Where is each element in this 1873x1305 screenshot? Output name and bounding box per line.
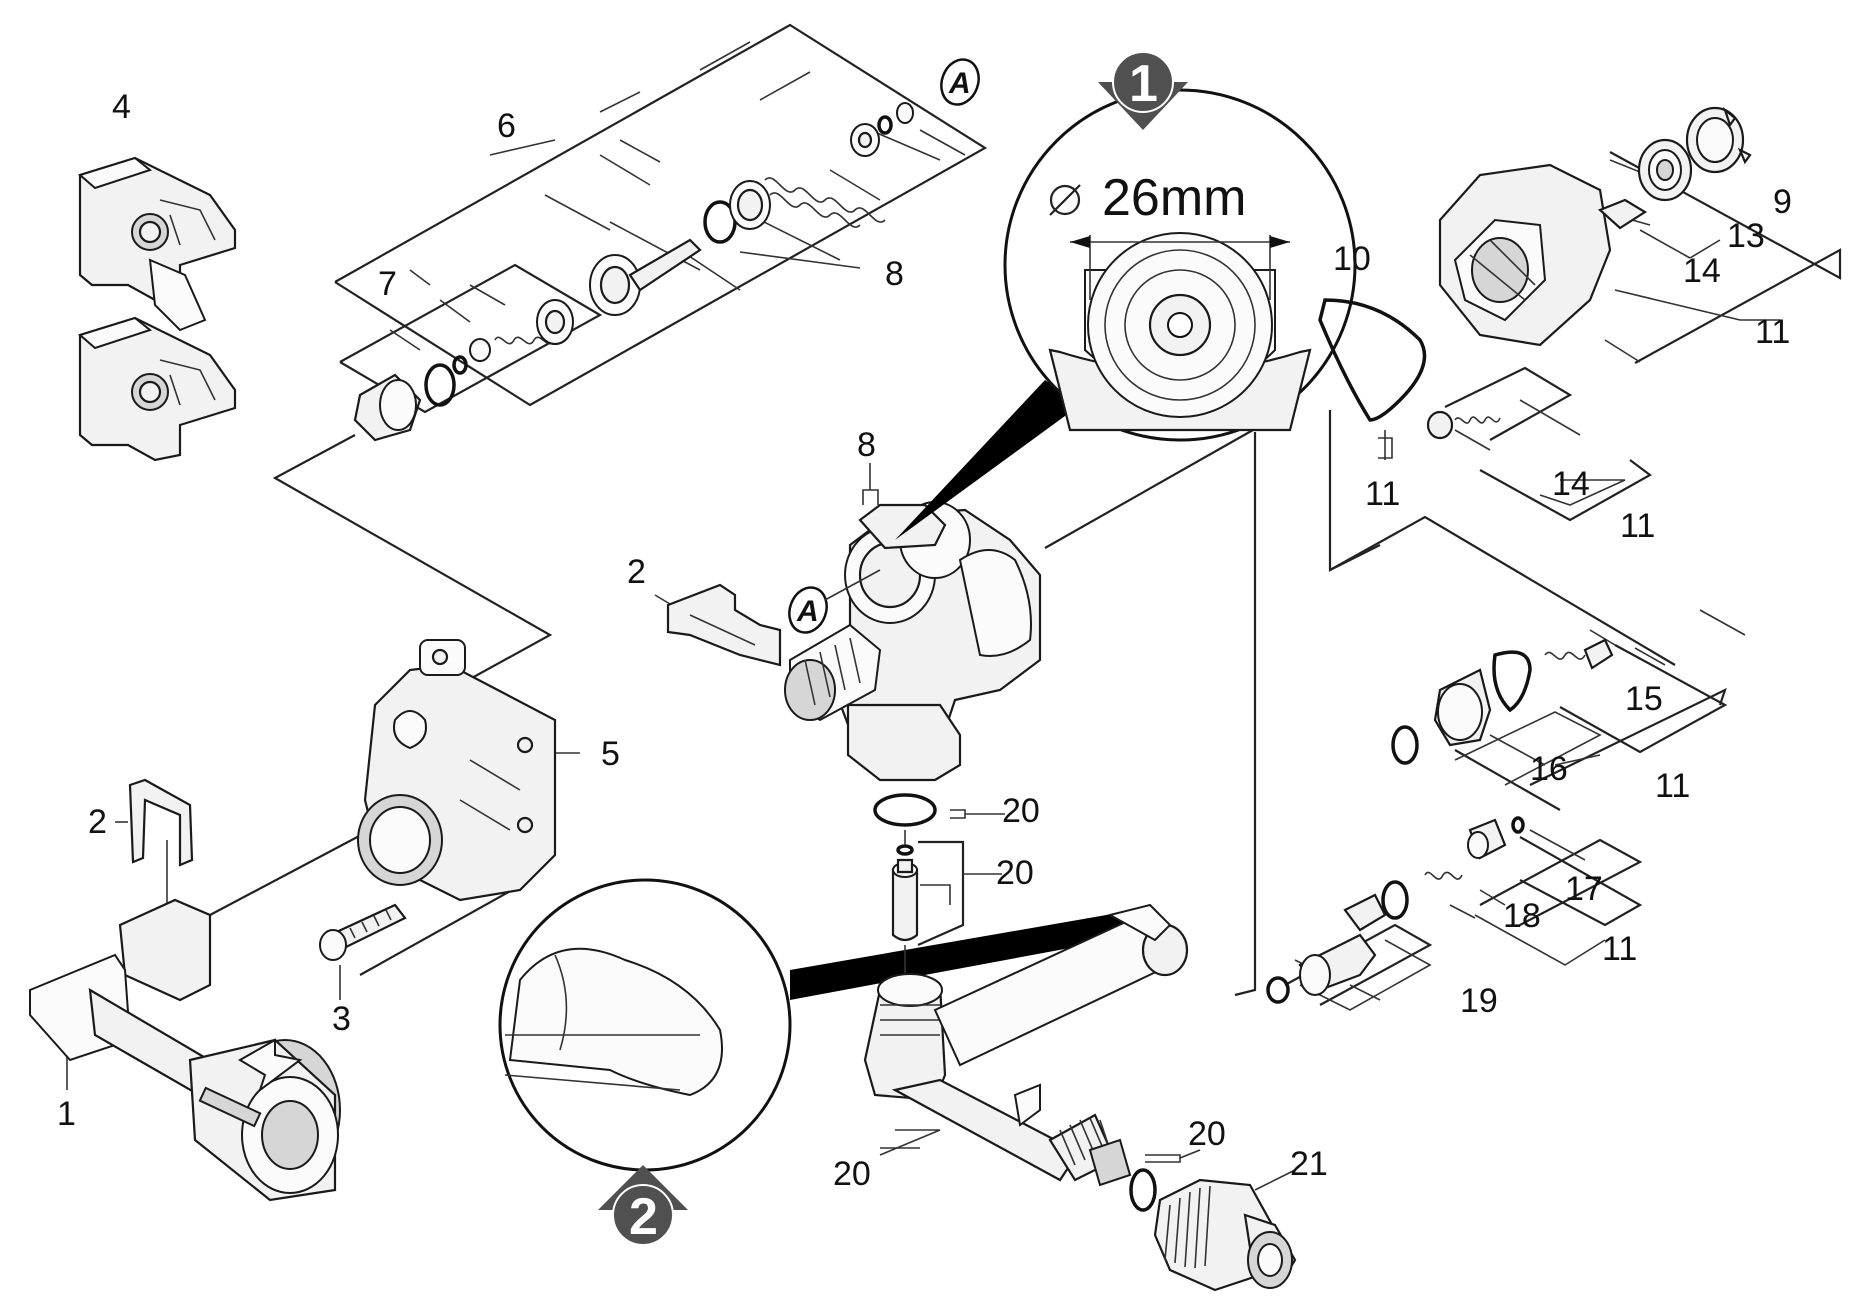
part-9-cap xyxy=(1685,106,1752,174)
label-part-14-b: 14 xyxy=(1552,465,1590,503)
part-19-valve-stem xyxy=(1266,880,1409,1004)
detail-1-wedge xyxy=(895,380,1080,540)
label-part-20-a: 20 xyxy=(1002,792,1040,830)
marker-a-left: A xyxy=(788,586,828,634)
marker-a-label: A xyxy=(948,67,971,100)
label-part-3: 3 xyxy=(332,1000,351,1038)
label-part-4: 4 xyxy=(112,88,131,126)
label-part-19: 19 xyxy=(1460,982,1498,1020)
label-part-7: 7 xyxy=(378,265,397,303)
label-part-2-upper: 2 xyxy=(627,553,646,591)
label-part-5: 5 xyxy=(601,735,620,773)
label-part-20-b: 20 xyxy=(996,854,1034,892)
label-part-17: 17 xyxy=(1565,870,1603,908)
label-part-11-a: 11 xyxy=(1365,475,1400,513)
label-part-9: 9 xyxy=(1773,183,1792,221)
detail-1-magnifier: 26mm xyxy=(895,88,1357,540)
callout-2-marker: 2 xyxy=(598,1165,688,1246)
callout-2-number: 2 xyxy=(629,1188,658,1246)
label-part-10: 10 xyxy=(1333,240,1371,278)
part-13-bearing xyxy=(1637,138,1693,202)
label-part-13: 13 xyxy=(1727,217,1765,255)
part-5-valve-housing xyxy=(357,639,557,902)
label-part-15: 15 xyxy=(1625,680,1663,718)
part-15-check-valve xyxy=(1544,638,1614,670)
label-part-14-a: 14 xyxy=(1683,252,1721,290)
label-part-16: 16 xyxy=(1530,750,1568,788)
part-20-seals xyxy=(873,793,937,942)
detail-2-magnifier xyxy=(498,878,1140,1172)
part-7-valve-set xyxy=(353,299,574,442)
label-part-6: 6 xyxy=(497,107,516,145)
part-6-valve-insert-set xyxy=(589,102,914,316)
label-part-20-c: 20 xyxy=(1188,1115,1226,1153)
callout-1-number: 1 xyxy=(1129,55,1158,113)
label-part-18: 18 xyxy=(1503,897,1541,935)
part-3-screw xyxy=(319,903,407,961)
part-10-seal-ring xyxy=(1318,298,1427,422)
label-part-11-c: 11 xyxy=(1620,507,1655,545)
part-2-clip-lower xyxy=(128,778,194,867)
marker-a-leader xyxy=(824,569,881,601)
part-11-pump-block-top xyxy=(1438,163,1648,347)
part-1-handle-assembly xyxy=(29,898,341,1202)
callout-1-marker: 1 xyxy=(1098,51,1188,130)
part-2-clip-upper xyxy=(666,583,782,667)
detail-2-wedge xyxy=(790,910,1140,1000)
center-pump-body xyxy=(784,501,1042,782)
part-17-18-valve xyxy=(1424,816,1525,880)
label-part-11-b: 11 xyxy=(1755,313,1790,351)
part-4-bracket-pair xyxy=(77,156,237,462)
label-part-8-lower: 8 xyxy=(857,426,876,464)
part-16-plug xyxy=(1391,650,1532,765)
marker-a-right: A xyxy=(940,58,980,106)
part-number-labels: 4 6 7 8 8 2 5 2 3 1 20 20 20 20 21 10 11… xyxy=(57,88,1792,1193)
label-part-20-d: 20 xyxy=(833,1155,871,1193)
part-21-hose-coupling xyxy=(1153,1178,1297,1292)
label-part-1: 1 xyxy=(57,1095,76,1133)
lower-pipe-assembly xyxy=(863,903,1189,1212)
part-14-valve-small xyxy=(1426,410,1501,440)
label-part-8-upper: 8 xyxy=(885,255,904,293)
label-part-2-lower: 2 xyxy=(88,803,107,841)
label-part-11-d: 11 xyxy=(1655,767,1690,805)
marker-a-label: A xyxy=(796,595,819,628)
label-part-21: 21 xyxy=(1290,1145,1328,1183)
label-part-11-e: 11 xyxy=(1602,930,1637,968)
dimension-label: 26mm xyxy=(1102,169,1246,227)
